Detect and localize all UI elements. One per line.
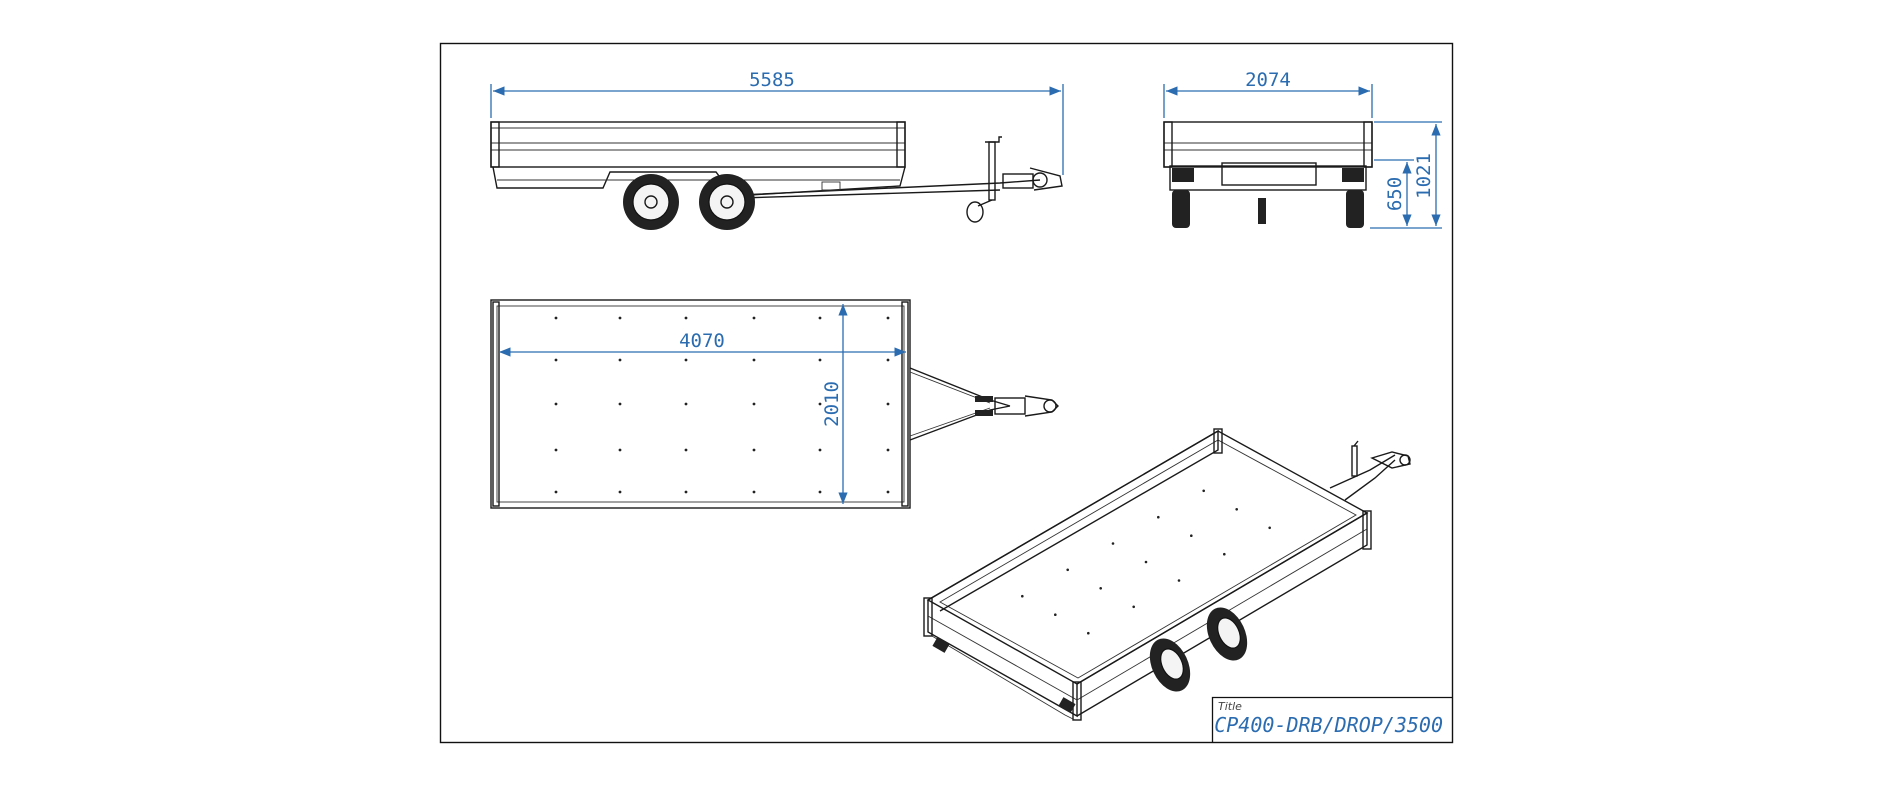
rivet-dot <box>818 316 822 320</box>
rivet-dot <box>554 316 558 320</box>
rivet-dot <box>752 358 756 362</box>
rivet-dot <box>752 490 756 494</box>
overall-length-value: 5585 <box>749 69 795 91</box>
rivet-dot <box>1268 526 1271 530</box>
rivet-dot <box>1190 534 1193 537</box>
dimension-overall-length: 5585 <box>490 69 1064 175</box>
rivet-dot <box>618 448 622 452</box>
front-view <box>1163 121 1373 228</box>
rivet-dot <box>684 358 688 362</box>
rivet-dot <box>1202 489 1205 493</box>
rivet-dot <box>554 402 558 406</box>
rivet-dot <box>886 448 890 452</box>
rivet-dot <box>886 316 890 320</box>
bed-height-value: 650 <box>1384 177 1406 211</box>
rivet-dot <box>886 490 890 494</box>
rivet-dot <box>684 448 688 452</box>
rivet-dot <box>886 358 890 362</box>
side-view <box>490 121 1063 230</box>
rivet-dot <box>886 402 890 406</box>
rivet-dot <box>1235 508 1238 511</box>
rivet-dot <box>1054 613 1057 616</box>
rivet-dot <box>1066 568 1069 572</box>
rivet-dot <box>618 490 622 494</box>
bed-width-value: 2010 <box>821 381 843 427</box>
title-value: CP400-DRB/DROP/3500 <box>1214 713 1443 737</box>
rivet-dot <box>818 448 822 452</box>
rivet-dot <box>684 402 688 406</box>
rivet-dot <box>818 490 822 494</box>
rivet-dot <box>1132 605 1135 609</box>
isometric-view <box>923 428 1411 721</box>
rivet-dot <box>684 490 688 494</box>
rivet-dot <box>618 316 622 320</box>
rivet-dot <box>1177 579 1181 582</box>
rivet-dot <box>554 490 558 494</box>
rivet-dot <box>1021 594 1024 598</box>
overall-height-value: 1021 <box>1413 153 1435 199</box>
rivet-dot <box>618 402 622 406</box>
dimension-bed-width: 2010 <box>821 304 848 504</box>
rivet-dot <box>1099 587 1102 590</box>
rivet-dot <box>1111 542 1115 545</box>
top-view-bed-rivets <box>554 316 890 494</box>
rivet-dot <box>818 402 822 406</box>
drawing-frame <box>439 42 1454 744</box>
title-label: Title <box>1218 700 1242 713</box>
rivet-dot <box>1157 515 1160 519</box>
overall-width-value: 2074 <box>1245 69 1291 91</box>
title-block: Title CP400-DRB/DROP/3500 <box>1211 696 1452 742</box>
rivet-dot <box>752 448 756 452</box>
rivet-dot <box>1087 631 1090 635</box>
rivet-dot <box>752 402 756 406</box>
rivet-dot <box>554 358 558 362</box>
rivet-dot <box>1223 552 1226 556</box>
rivet-dot <box>752 316 756 320</box>
dimension-overall-width: 2074 <box>1163 69 1373 118</box>
rivet-dot <box>618 358 622 362</box>
rivet-dot <box>554 448 558 452</box>
dimension-heights: 650 1021 <box>1370 121 1442 229</box>
dimension-bed-length: 4070 <box>499 330 906 357</box>
isometric-bed-rivets <box>1021 489 1271 635</box>
rivet-dot <box>1144 560 1148 564</box>
top-view <box>490 299 1059 509</box>
rivet-dot <box>684 316 688 320</box>
bed-length-value: 4070 <box>679 330 725 352</box>
rivet-dot <box>818 358 822 362</box>
